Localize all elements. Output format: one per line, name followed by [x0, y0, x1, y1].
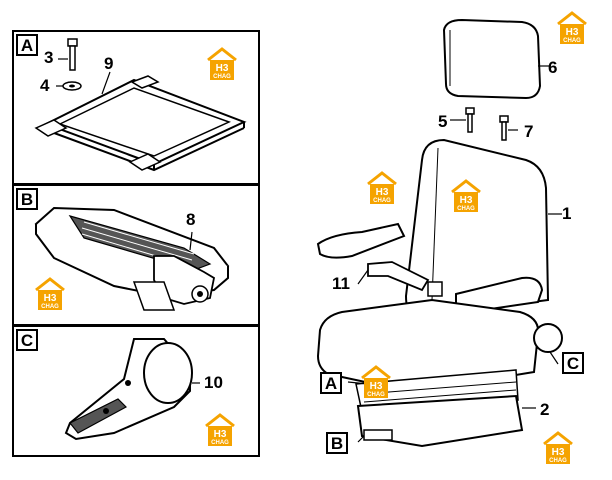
main-tag-c: C: [562, 352, 584, 374]
seat-assembly-drawing: [316, 18, 563, 448]
main-tag-a: A: [320, 372, 342, 394]
svg-text:CHAG: CHAG: [457, 206, 475, 212]
svg-text:H3: H3: [566, 27, 579, 38]
pedal-drawing: [34, 206, 230, 311]
svg-text:H3: H3: [460, 195, 473, 206]
svg-text:CHAG: CHAG: [41, 304, 59, 310]
svg-text:CHAG: CHAG: [367, 392, 385, 398]
callout-9: 9: [104, 54, 114, 73]
svg-text:CHAG: CHAG: [211, 440, 229, 446]
svg-text:CHAG: CHAG: [563, 38, 581, 44]
svg-text:H3: H3: [370, 381, 383, 392]
svg-text:H3: H3: [376, 187, 389, 198]
panel-a: A 3 4 9: [12, 30, 260, 185]
svg-text:H3: H3: [44, 293, 57, 304]
svg-text:H3: H3: [552, 447, 565, 458]
panel-b-tag: B: [16, 188, 38, 210]
callout-6: 6: [548, 58, 558, 77]
svg-text:H3: H3: [216, 63, 229, 74]
callout-5: 5: [438, 112, 448, 131]
callout-8: 8: [186, 210, 196, 229]
callout-7: 7: [524, 122, 534, 141]
panel-a-tag: A: [16, 34, 38, 56]
callout-4: 4: [40, 76, 50, 95]
callout-1: 1: [562, 204, 572, 223]
callout-10: 10: [204, 373, 223, 392]
svg-text:CHAG: CHAG: [373, 198, 391, 204]
svg-text:H3: H3: [214, 429, 227, 440]
seat-frame-drawing: [34, 38, 247, 172]
callout-2: 2: [540, 400, 550, 419]
main-tag-b: B: [326, 432, 348, 454]
svg-text:CHAG: CHAG: [213, 74, 231, 80]
lever-drawing: [64, 338, 200, 441]
callout-11: 11: [332, 274, 350, 293]
svg-text:CHAG: CHAG: [549, 458, 567, 464]
panel-c-tag: C: [16, 329, 38, 351]
callout-3: 3: [44, 48, 54, 67]
